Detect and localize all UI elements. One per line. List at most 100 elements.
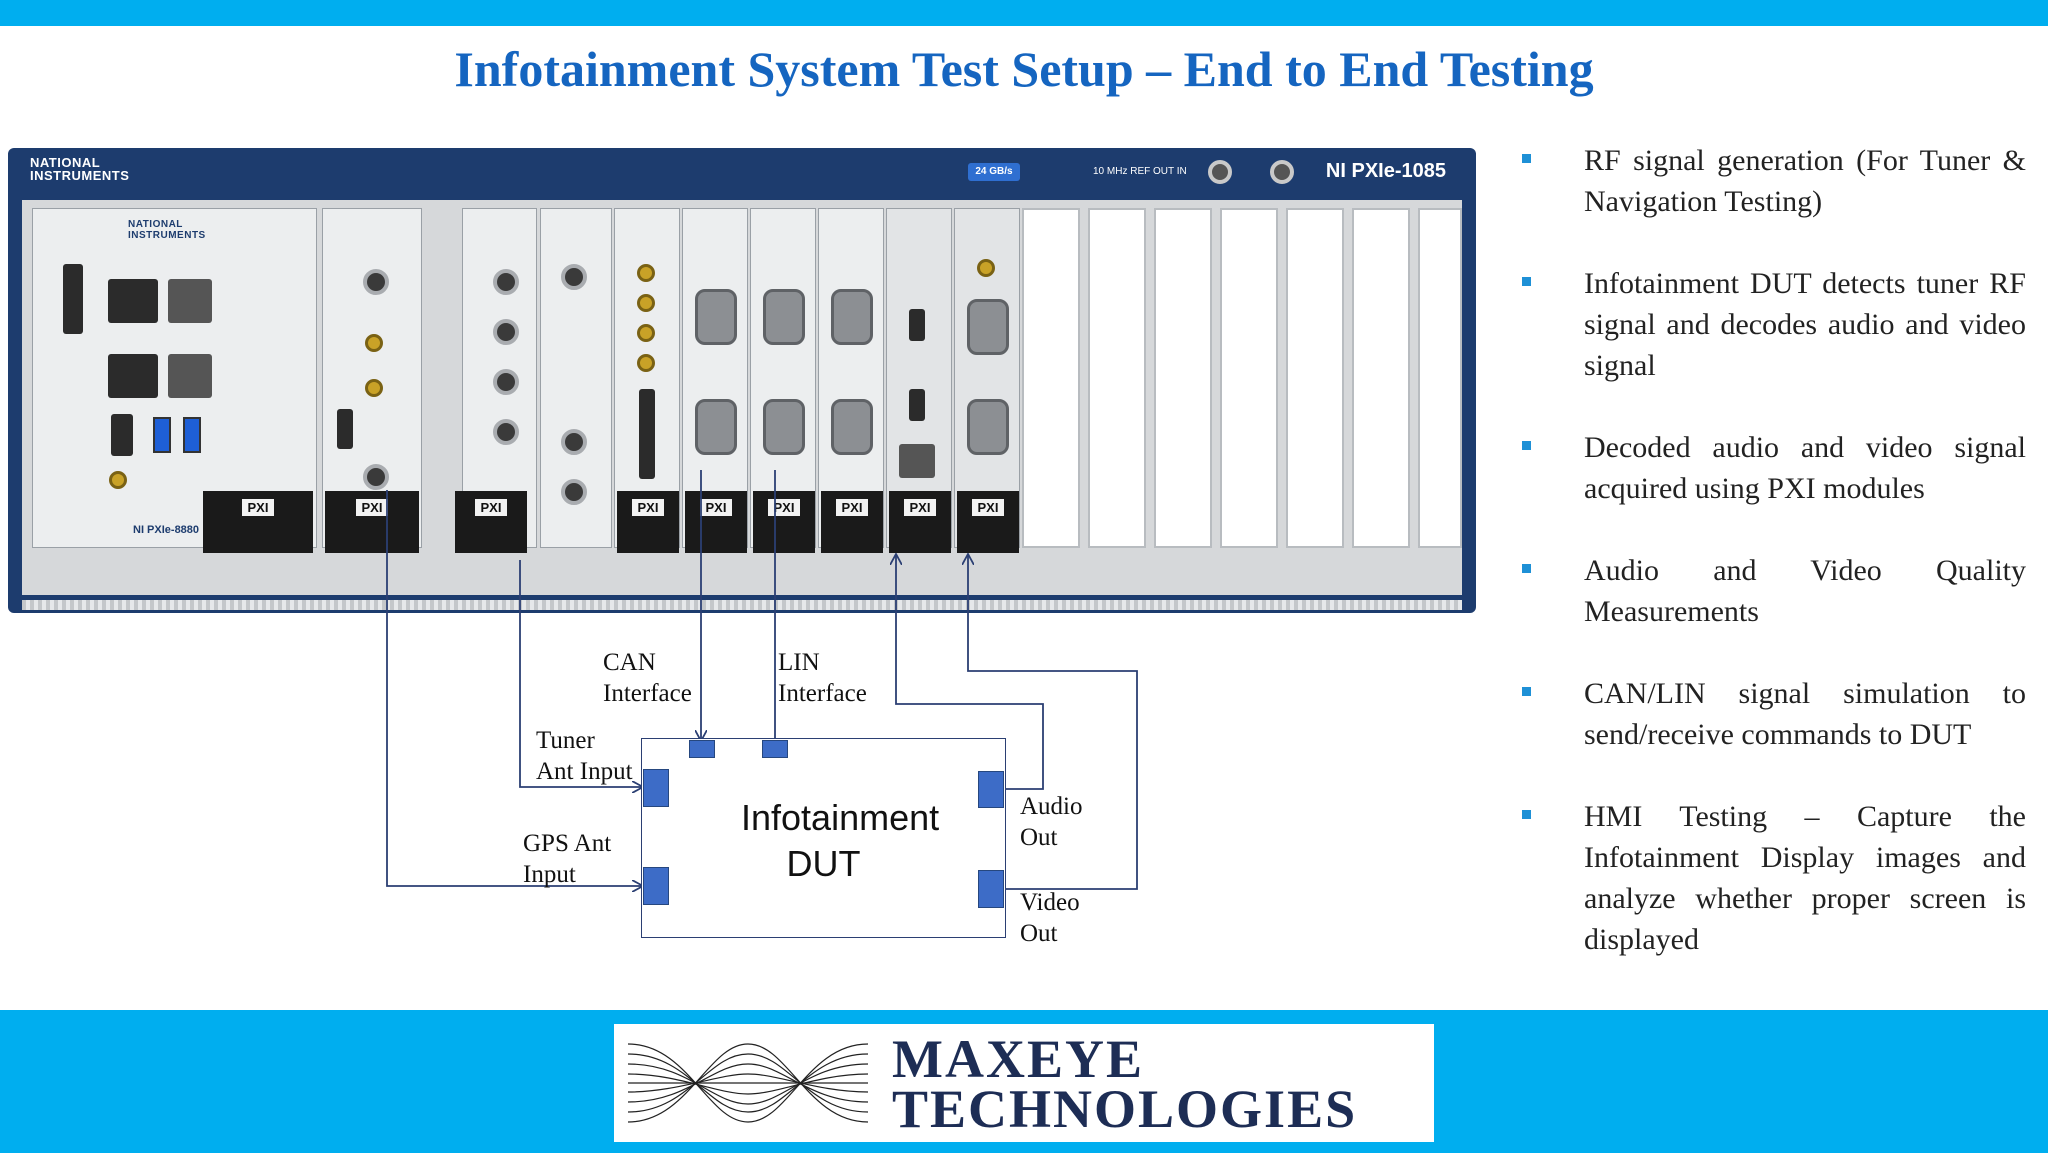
digitizer-sma-4 — [637, 354, 655, 372]
timing-connector-2 — [561, 429, 587, 455]
chassis-model-label: NI PXIe-1085 — [1325, 160, 1446, 182]
gps-input-pin — [643, 867, 669, 905]
lin-port-2 — [763, 399, 805, 455]
chassis-slot-area: NATIONAL INSTRUMENTS NI PXIe-8880 PXI PX… — [22, 200, 1462, 595]
bullet-square-icon — [1522, 154, 1531, 163]
ref-clock-label: 10 MHz REF OUT IN — [1093, 166, 1187, 177]
audio-port-1 — [967, 299, 1009, 355]
ethernet-port-2 — [168, 354, 212, 398]
serial-port-1 — [831, 289, 873, 345]
empty-slot — [1286, 208, 1344, 548]
timing-connector-3 — [561, 479, 587, 505]
rf-vst-module: PXI — [322, 208, 422, 553]
maxeye-logo: MAXEYE TECHNOLOGIES — [614, 1024, 1434, 1142]
controller-module: NATIONAL INSTRUMENTS NI PXIe-8880 PXI — [32, 208, 317, 553]
bullet-square-icon — [1522, 687, 1531, 696]
ref-out-connector — [1208, 160, 1232, 184]
audio-pxi-tab: PXI — [957, 491, 1019, 553]
usb3-port-1 — [153, 417, 171, 453]
bullet-square-icon — [1522, 277, 1531, 286]
controller-model-label: NI PXIe-8880 — [133, 524, 200, 536]
gen-connector-2 — [493, 319, 519, 345]
digitizer-sma-2 — [637, 294, 655, 312]
can-port-1 — [695, 289, 737, 345]
digitizer-sma-3 — [637, 324, 655, 342]
can-port-2 — [695, 399, 737, 455]
bullet-item: Infotainment DUT detects tuner RF signal… — [1518, 263, 2026, 386]
empty-slot — [1220, 208, 1278, 548]
audio-capture-module: PXI — [954, 208, 1020, 553]
top-accent-bar — [0, 0, 2048, 26]
bullet-item: RF signal generation (For Tuner & Naviga… — [1518, 140, 2026, 222]
digitizer-io-port — [639, 389, 655, 479]
tuner-input-label: Tuner Ant Input — [536, 727, 633, 785]
controller-brand: NATIONAL INSTRUMENTS — [128, 219, 206, 241]
tuner-rf-wire — [519, 560, 642, 787]
video-output-pin — [978, 870, 1004, 908]
lin-module: PXI — [750, 208, 816, 553]
vst-digital-port — [337, 409, 353, 449]
lin-port-1 — [763, 289, 805, 345]
bandwidth-badge: 24 GB/s — [968, 163, 1020, 181]
trigger-connector — [109, 471, 127, 489]
maxeye-logo-text: MAXEYE TECHNOLOGIES — [892, 1029, 1358, 1139]
infotainment-dut-box — [641, 738, 1006, 938]
digitizer-pxi-tab: PXI — [617, 491, 679, 553]
gen-connector-4 — [493, 419, 519, 445]
bullet-item: HMI Testing – Capture the Infotainment D… — [1518, 796, 2026, 960]
bullet-square-icon — [1522, 441, 1531, 450]
empty-slot — [1352, 208, 1410, 548]
ethernet-port-1 — [168, 279, 212, 323]
bullet-item: Decoded audio and video signal acquired … — [1518, 427, 2026, 509]
video-out-wire — [968, 555, 1138, 890]
eye-diagram-logo-graphic — [627, 1043, 869, 1123]
serial-pxi-tab: PXI — [821, 491, 883, 553]
timing-connector-1 — [561, 264, 587, 290]
hdmi-input-1 — [909, 309, 925, 341]
gen-connector-3 — [493, 369, 519, 395]
audio-out-label: Audio Out — [1020, 793, 1083, 851]
rf-out-connector — [363, 269, 389, 295]
tuner-input-pin — [643, 769, 669, 807]
video-pxi-tab: PXI — [889, 491, 951, 553]
feature-bullet-list: RF signal generation (For Tuner & Naviga… — [1518, 140, 2026, 1001]
gige-port — [899, 444, 935, 478]
audio-out-wire — [896, 555, 1044, 790]
lin-pxi-tab: PXI — [753, 491, 815, 553]
generator-pxi-tab: PXI — [455, 491, 527, 553]
vst-pxi-tab: PXI — [325, 491, 419, 553]
rf-generator-module: PXI — [455, 208, 537, 553]
gps-input-label: GPS Ant Input — [523, 830, 612, 888]
vga-port — [63, 264, 83, 334]
bullet-item: Audio and Video Quality Measurements — [1518, 550, 2026, 632]
serial-port-2 — [831, 399, 873, 455]
dut-label: Infotainment DUT — [741, 797, 940, 884]
usb-ports-lower — [108, 354, 158, 398]
lo-connector-1 — [365, 334, 383, 352]
gen-connector-1 — [493, 269, 519, 295]
usb3-port-2 — [183, 417, 201, 453]
empty-slot — [1154, 208, 1212, 548]
lin-interface-label: LIN Interface — [778, 649, 867, 707]
chassis-vents — [22, 600, 1462, 610]
digitizer-module: PXI — [614, 208, 680, 553]
audio-output-pin — [978, 771, 1004, 808]
serial-module: PXI — [818, 208, 884, 553]
lo-connector-2 — [365, 379, 383, 397]
empty-slot — [1088, 208, 1146, 548]
pxi-chassis-image: NATIONAL INSTRUMENTS 24 GB/s 10 MHz REF … — [8, 148, 1476, 613]
timing-module — [540, 208, 612, 548]
rf-in-connector — [363, 464, 389, 490]
can-pxi-tab: PXI — [685, 491, 747, 553]
digitizer-sma-1 — [637, 264, 655, 282]
video-out-label: Video Out — [1020, 889, 1080, 947]
ni-brand-logo: NATIONAL INSTRUMENTS — [30, 155, 130, 183]
usb-ports-upper — [108, 279, 158, 323]
video-capture-module: PXI — [886, 208, 952, 553]
gps-rf-wire — [386, 490, 642, 886]
can-interface-label: CAN Interface — [603, 649, 692, 707]
empty-slot — [1418, 208, 1462, 548]
lin-pin — [762, 740, 788, 758]
bullet-item: CAN/LIN signal simulation to send/receiv… — [1518, 673, 2026, 755]
